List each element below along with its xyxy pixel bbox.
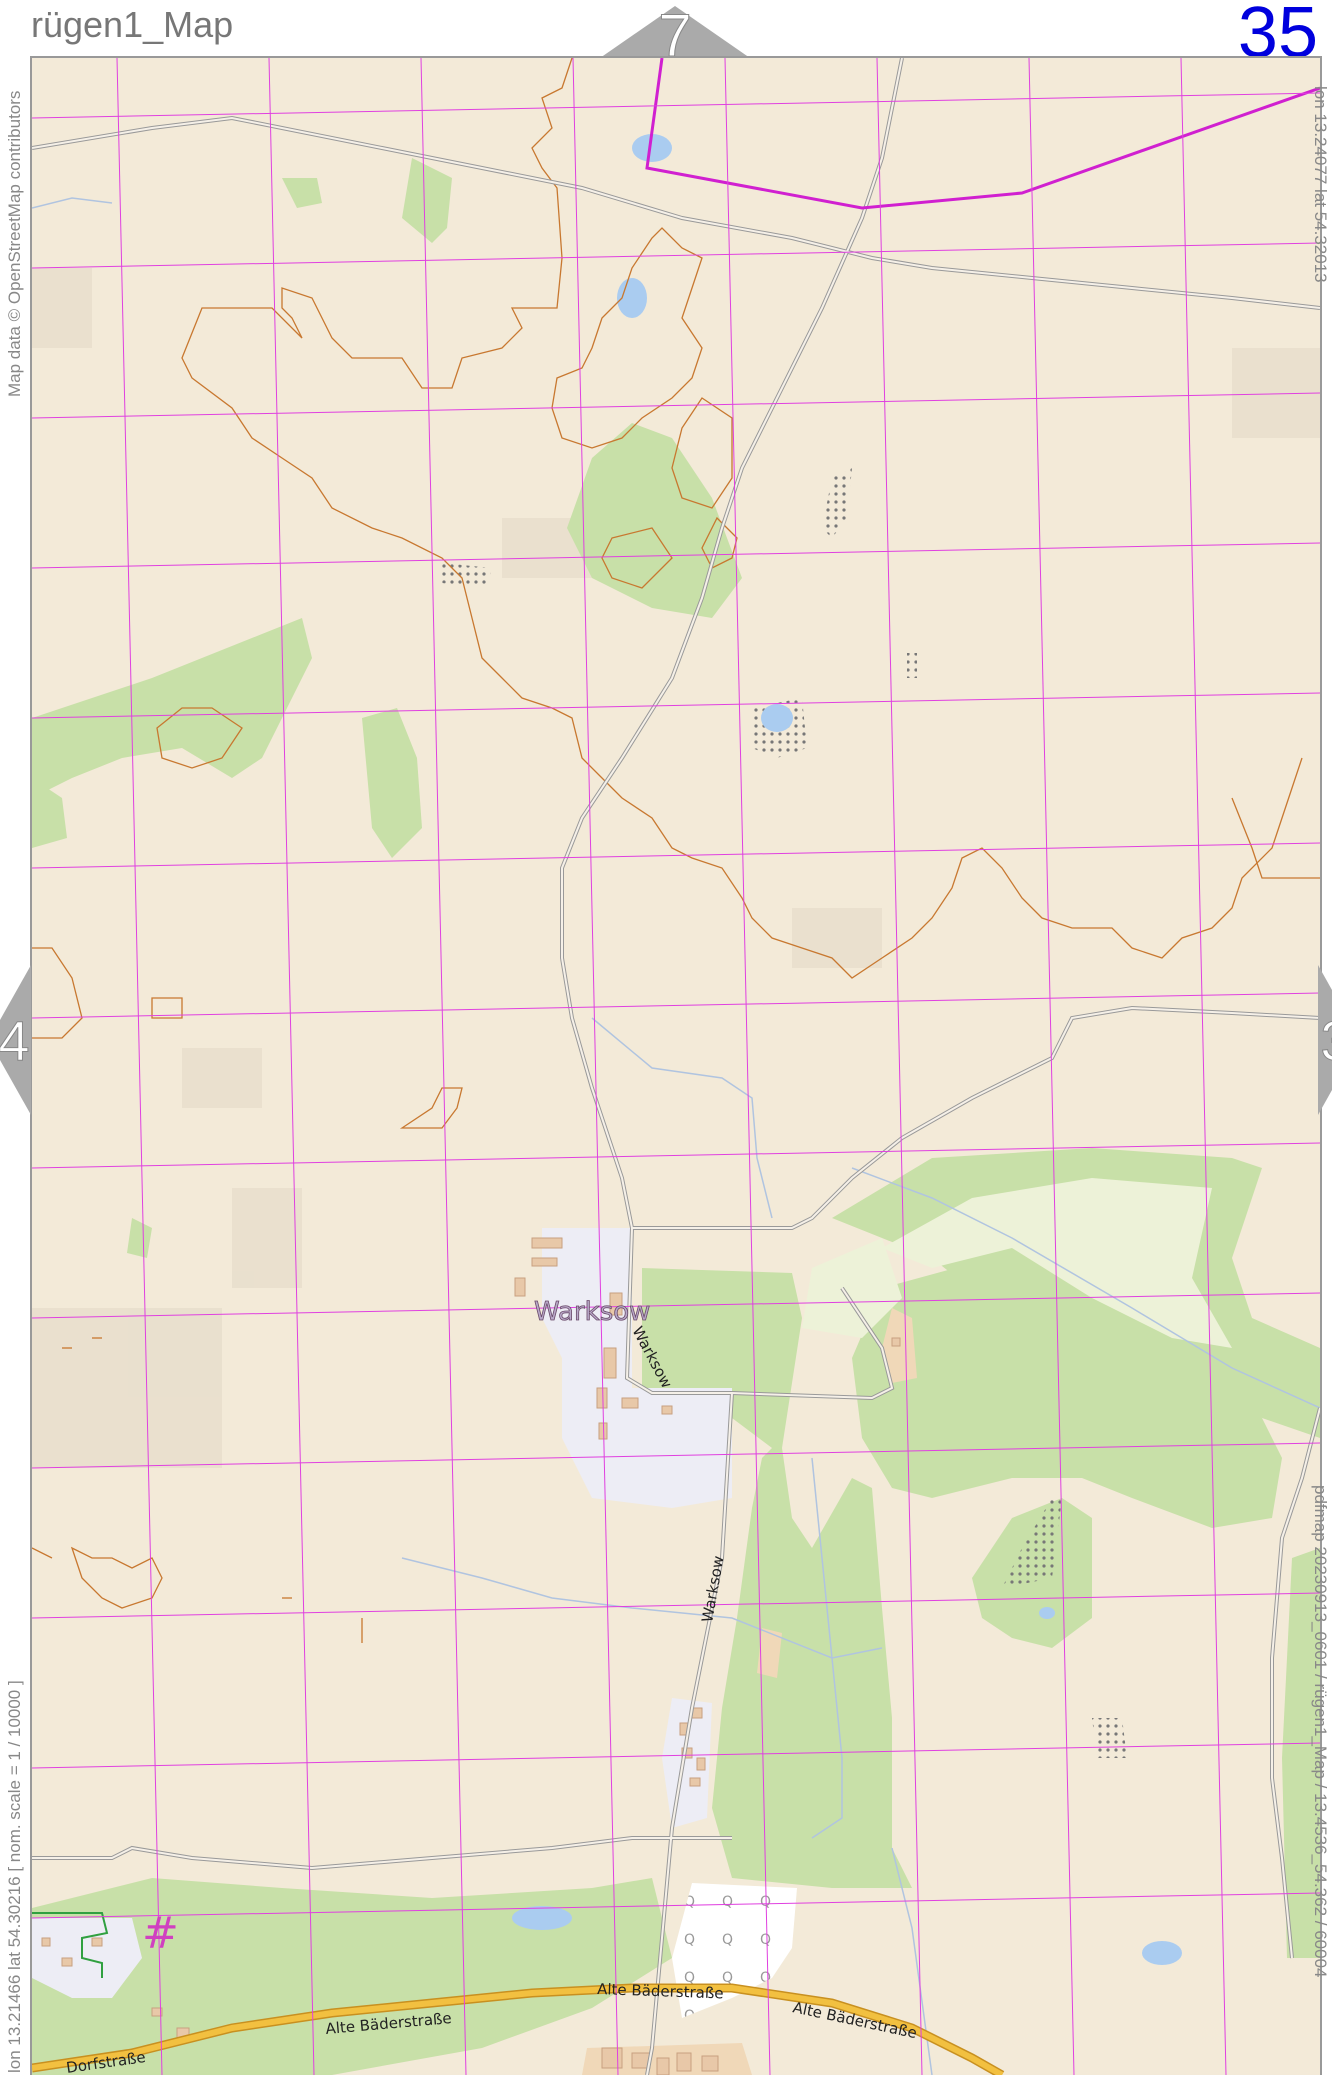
coords-bottom-left: lon 13.21466 lat 54.30216 [ nom. scale =…: [5, 1680, 24, 2073]
contour-lines: [32, 58, 1320, 1643]
neighbor-page-right-arrow[interactable]: 3: [1318, 965, 1332, 1115]
residential-area-3: [32, 1918, 142, 1998]
neighbor-page-top-label: 7: [658, 4, 691, 58]
residential-area-warksow: [542, 1228, 732, 1508]
clearing-area: [882, 1178, 1232, 1348]
street-label-alte-2: Alte Bäderstraße: [597, 1980, 724, 2002]
residential-area-2: [662, 1698, 712, 1828]
wetland-patches: [442, 468, 1127, 1758]
coords-top-right: lon 13.24077 lat 54.32013: [1311, 86, 1330, 283]
footer-right-text: pdfmap 20230913_0601 / rügen1_Map / 13.4…: [1311, 1485, 1330, 1978]
hash-symbol: #: [142, 1908, 179, 1959]
neighbor-page-left-arrow[interactable]: 4: [0, 965, 31, 1115]
map-title: rügen1_Map: [31, 4, 234, 45]
clearing-area-2: [802, 1238, 902, 1338]
grid-lines: [32, 58, 1320, 2075]
streams: [32, 197, 1320, 2075]
neighbor-page-left-label: 4: [0, 1009, 30, 1072]
attribution-text: Map data © OpenStreetMap contributors: [5, 90, 24, 397]
forest-areas: [32, 158, 1320, 2075]
water-bodies: [512, 134, 1182, 1965]
fenced-area: [32, 1912, 109, 1978]
tracks-inner: [32, 58, 1320, 2075]
map-svg: Q: [32, 58, 1320, 2075]
place-label-warksow: Warksow: [534, 1297, 650, 1327]
neighbor-page-right-label: 3: [1320, 1009, 1332, 1072]
map-canvas[interactable]: Q: [30, 56, 1322, 2075]
neighbor-page-top-arrow[interactable]: 7: [600, 4, 750, 58]
admin-boundary: [645, 58, 1320, 210]
buildings: [41, 1237, 901, 2075]
farmyard-2: [757, 1628, 782, 1678]
